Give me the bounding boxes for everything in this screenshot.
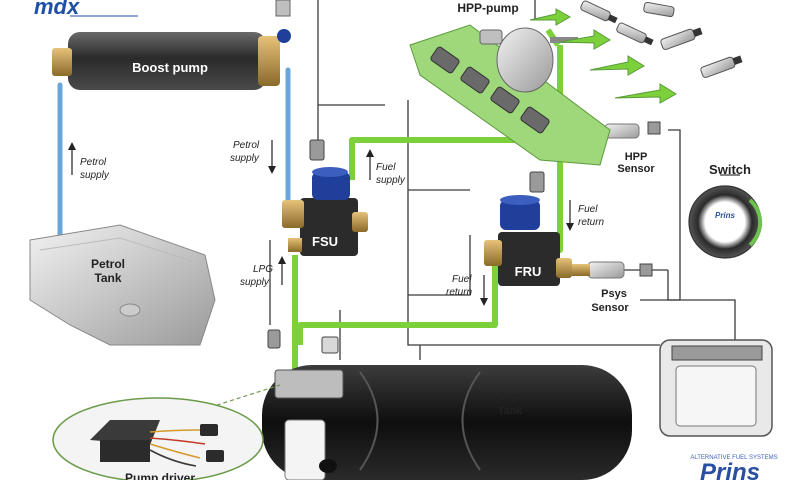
svg-text:Petrol: Petrol [91, 257, 125, 271]
svg-text:return: return [446, 287, 473, 298]
fuel-return-left: Fuel return [446, 274, 488, 306]
svg-text:LPG: LPG [253, 264, 273, 275]
svg-text:supply: supply [80, 170, 110, 181]
svg-text:Pump driver: Pump driver [125, 471, 195, 480]
line-sensors [267, 139, 545, 354]
pump-driver: Pump driver [52, 384, 281, 480]
fuel-return-right: Fuel return [566, 200, 605, 231]
svg-text:Switch: Switch [709, 162, 751, 177]
injector-arrows [529, 8, 677, 104]
svg-text:Prins: Prins [715, 211, 736, 220]
svg-text:return: return [578, 217, 605, 228]
svg-text:Fuel: Fuel [376, 162, 396, 173]
injectors [580, 0, 743, 78]
svg-text:Gas: Gas [500, 391, 521, 403]
ecu-unit [659, 339, 773, 437]
svg-text:Tank: Tank [498, 405, 524, 417]
svg-text:Petrol: Petrol [233, 140, 260, 151]
svg-text:Fuel: Fuel [452, 274, 472, 285]
lpg-supply-flow: LPG supply [240, 256, 286, 288]
fsu-unit: FSU [282, 167, 368, 256]
fuel-supply-flow: Fuel supply [366, 149, 406, 186]
svg-text:supply: supply [376, 175, 406, 186]
svg-text:Sensor: Sensor [591, 302, 629, 314]
switch-unit: Switch Prins [688, 162, 763, 259]
svg-text:ALTERNATIVE FUEL SYSTEMS: ALTERNATIVE FUEL SYSTEMS [690, 455, 777, 461]
svg-text:Tank: Tank [94, 271, 121, 285]
boost-pump-label: Boost pump [132, 60, 208, 75]
svg-text:supply: supply [240, 277, 270, 288]
petrol-supply-right: Petrol supply [230, 140, 276, 174]
fru-unit: FRU [484, 195, 572, 286]
fsu-label: FSU [312, 234, 338, 249]
mdx-logo: mdx [34, 0, 138, 19]
gas-tank: Gas Tank [262, 365, 632, 480]
svg-text:mdx: mdx [34, 0, 80, 19]
psys-sensor: Psys Sensor [572, 261, 653, 314]
svg-text:Fuel: Fuel [578, 204, 598, 215]
petrol-tank: Petrol Tank [29, 224, 216, 346]
svg-text:HPP: HPP [625, 151, 648, 163]
boost-pump: Boost pump [52, 0, 291, 90]
hpp-sensor: HPP Sensor [604, 121, 661, 175]
hpp-pump-label: HPP-pump [457, 1, 518, 15]
svg-text:Sensor: Sensor [617, 163, 655, 175]
svg-text:Petrol: Petrol [80, 157, 107, 168]
petrol-lines [57, 67, 291, 238]
prins-logo: ALTERNATIVE FUEL SYSTEMS Prins [690, 455, 777, 480]
svg-text:Psys: Psys [601, 288, 627, 300]
svg-text:supply: supply [230, 153, 260, 164]
svg-text:Prins: Prins [700, 459, 760, 480]
petrol-supply-left: Petrol supply [68, 142, 110, 181]
hpp-pump-assembly: HPP-pump [409, 1, 611, 166]
fru-label: FRU [515, 264, 542, 279]
